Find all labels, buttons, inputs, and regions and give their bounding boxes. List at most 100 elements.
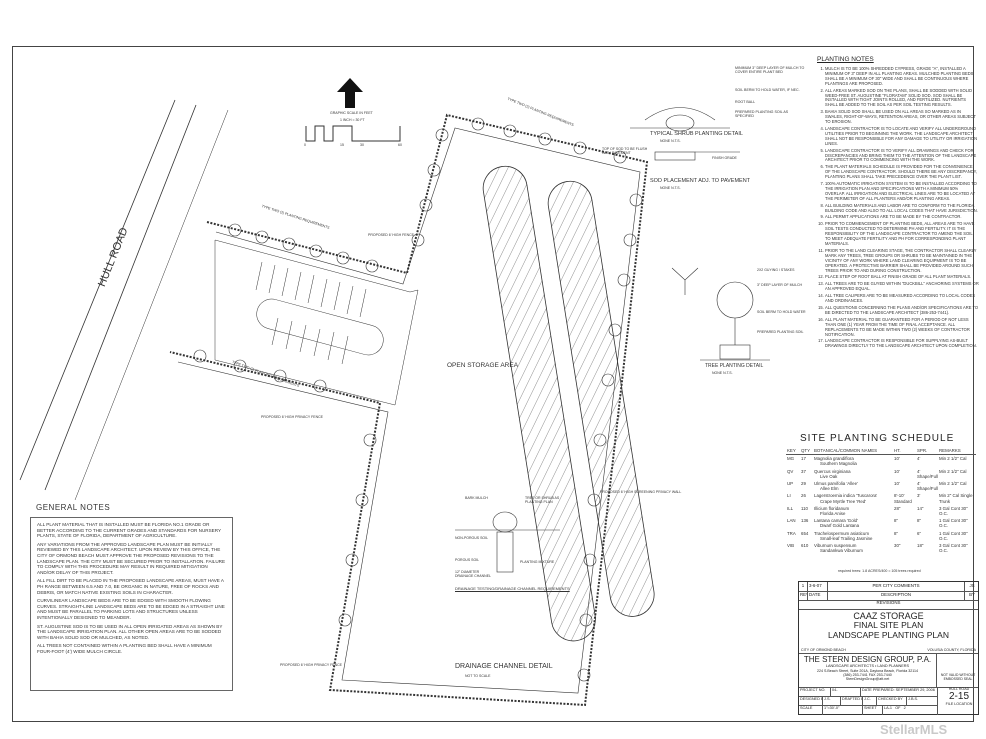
schedule-key: QV	[787, 468, 794, 474]
planting-note: PLACE STEP OF ROOT BALL AT FINISH GRADE …	[825, 275, 979, 280]
schedule-remarks: Min 2 1/2" Cal	[939, 456, 967, 462]
botanical-name: Illicium floridanum	[814, 505, 850, 511]
schedule-qty: 610	[801, 543, 809, 549]
schedule-key: LAN	[787, 518, 796, 524]
sod-note: FINISH GRADE	[712, 156, 737, 160]
revision-date: 3-6-07	[808, 582, 828, 591]
shrub-note: SOIL BERM TO HOLD WATER, IF NEC.	[735, 88, 800, 92]
drawing-sheet-border	[12, 46, 974, 722]
seal-note: NOT VALID WITHOUT EMBOSSED SEAL	[940, 673, 976, 682]
schedule-spr: 4'	[917, 456, 921, 462]
drainage-channel-detail	[455, 511, 560, 573]
tree-planting-detail	[671, 267, 770, 361]
firm-subtitle: LANDSCAPE ARCHITECTS • LAND PLANNERS	[825, 664, 910, 668]
schedule-qty: 26	[801, 493, 806, 499]
common-name: Crape Myrtle Tree 'Red'	[820, 498, 867, 504]
rev-header: REV.	[799, 591, 808, 600]
general-note: ALL FILL DIRT TO BE PLACED IN THE PROPOS…	[37, 578, 224, 595]
planting-note: ALL BUILDING MATERIALS AND LABOR ARE TO …	[825, 203, 979, 214]
schedule-key: VIB	[787, 543, 795, 549]
schedule-ht: 28"	[894, 505, 901, 511]
planting-note: LANDSCAPE CONTRACTOR IS RESPONSIBLE FOR …	[825, 339, 979, 349]
designed-by: J.S.	[823, 696, 841, 705]
common-name: Small-leaf Trailing Jasmine	[820, 535, 873, 541]
botanical-name: Viburnum suspensum	[814, 543, 857, 549]
column-header: SPR.	[916, 447, 938, 456]
graphic-scale-bar	[305, 125, 401, 142]
project-no-label: PROJECT NO.	[799, 687, 831, 696]
schedule-key: MG	[787, 456, 795, 462]
general-note: ALL TREES NOT CONTAINED WITHIN A PLANTIN…	[37, 643, 212, 654]
planting-note: LANDSCAPE CONTRACTOR IS TO LOCATE AND VE…	[825, 126, 979, 147]
planting-notes-title: PLANTING NOTES	[817, 56, 874, 63]
file-location: FILE LOCATION	[945, 702, 973, 707]
storage-strip-1	[482, 165, 596, 642]
scale-value: 1"=30'-0"	[823, 705, 863, 715]
firm-name: THE STERN DESIGN GROUP, P.A.	[803, 655, 932, 664]
schedule-names: Lagerstroemia indica 'Tuscarora'Crape My…	[813, 492, 893, 504]
planting-note: 100% AUTOMATIC IRRIGATION SYSTEM IS TO B…	[825, 181, 979, 202]
sheet-value: LA-1	[884, 706, 893, 710]
storage-strip-2	[547, 180, 655, 617]
drain-note: PLANTING MIXTURE	[520, 560, 555, 564]
project-no: 04-	[831, 687, 861, 696]
common-name: Dwarf Gold Lantana	[820, 523, 860, 529]
common-name: Sandankwa Viburnum	[820, 548, 863, 554]
shrub-note: MINIMUM 3" DEEP LAYER OF MULCH TO COVER …	[735, 66, 805, 75]
drain-note: NON-POROUS SOIL	[455, 536, 489, 540]
parking-lot	[214, 239, 419, 406]
shrub-planting-detail	[630, 107, 730, 132]
road-edge	[44, 104, 197, 491]
scale-tick: 60	[398, 143, 402, 147]
road-edge	[19, 99, 176, 481]
schedule-spr: 3'	[917, 493, 921, 499]
shrub-note: PREPARED PLANTING SOIL AS SPECIFIED	[735, 110, 789, 119]
file-road: HULL ROAD	[948, 687, 970, 691]
botanical-name: Quercus virginiana	[814, 468, 851, 474]
scale-caption: GRAPHIC SCALE IN FEET	[330, 111, 373, 115]
firm-address: 224 S.Beach Street, Suite 201A, Daytona …	[816, 668, 919, 673]
schedule-remarks: 1 Gal Cont 30" O.C.	[939, 518, 968, 529]
rev-header: DESCRIPTION	[828, 591, 965, 600]
schedule-remarks: 3 Gal Cont 30" O.C.	[939, 505, 968, 517]
planting-note: MULCH IS TO BE 100% SHREDDED CYPRESS, GR…	[825, 66, 979, 87]
schedule-remarks: 3 Gal Cont 30" O.C.	[939, 543, 968, 554]
general-note: CURVILINEAR LANDSCAPE BEDS ARE TO BE EDG…	[37, 598, 225, 620]
schedule-spr: 8"	[917, 518, 922, 524]
drain-note: POROUS SOIL	[455, 558, 480, 562]
parking-stalls	[255, 261, 384, 365]
tree-detail-scale: NONE N.T.S.	[712, 371, 733, 375]
schedule-spr: 18"	[917, 543, 924, 549]
tree-symbols	[193, 117, 643, 682]
planting-note: ALL QUESTIONS CONCERNING THE PLANS AND/O…	[825, 305, 979, 316]
planting-notes: PLANTING NOTES MULCH IS TO BE 100% SHRED…	[813, 56, 979, 351]
drainage-requirements-title: DRAINAGE TESTING/DRAINAGE CHANNEL REQUIR…	[455, 586, 570, 591]
planting-note: ALL TREE CALIPERS ARE TO BE MEASURED ACC…	[825, 293, 979, 304]
sod-detail-title: SOD PLACEMENT ADJ. TO PAVEMENT	[650, 178, 751, 184]
column-header: HT.	[893, 447, 916, 456]
planting-note: ALL PERMIT APPLICATIONS ARE TO BE MADE B…	[825, 215, 979, 220]
schedule-qty: 17	[801, 456, 806, 462]
shrub-note: ROOT BALL	[735, 100, 756, 104]
planting-note: THE PLANT MATERIALS SCHEDULE IS PROVIDED…	[825, 164, 979, 180]
column-header: REMARKS	[938, 447, 976, 456]
schedule-qty: 37	[801, 468, 806, 474]
tree-note: SOIL BERM TO HOLD WATER	[757, 310, 806, 314]
botanical-name: Trachelospermum asiaticum	[814, 530, 869, 536]
privacy-fence-label: PROPOSED 6' HIGH PRIVACY FENCE	[261, 415, 323, 419]
county: VOLUSIA COUNTY, FLORIDA	[927, 647, 976, 652]
shrub-detail-title: TYPICAL SHRUB PLANTING DETAIL	[650, 131, 743, 137]
general-note: ST. AUGUSTINE SOD IS TO BE USED IN ALL O…	[37, 623, 223, 640]
sheet-total: 2	[903, 706, 906, 710]
sod-detail-scale: NONE N.T.S.	[660, 186, 681, 190]
